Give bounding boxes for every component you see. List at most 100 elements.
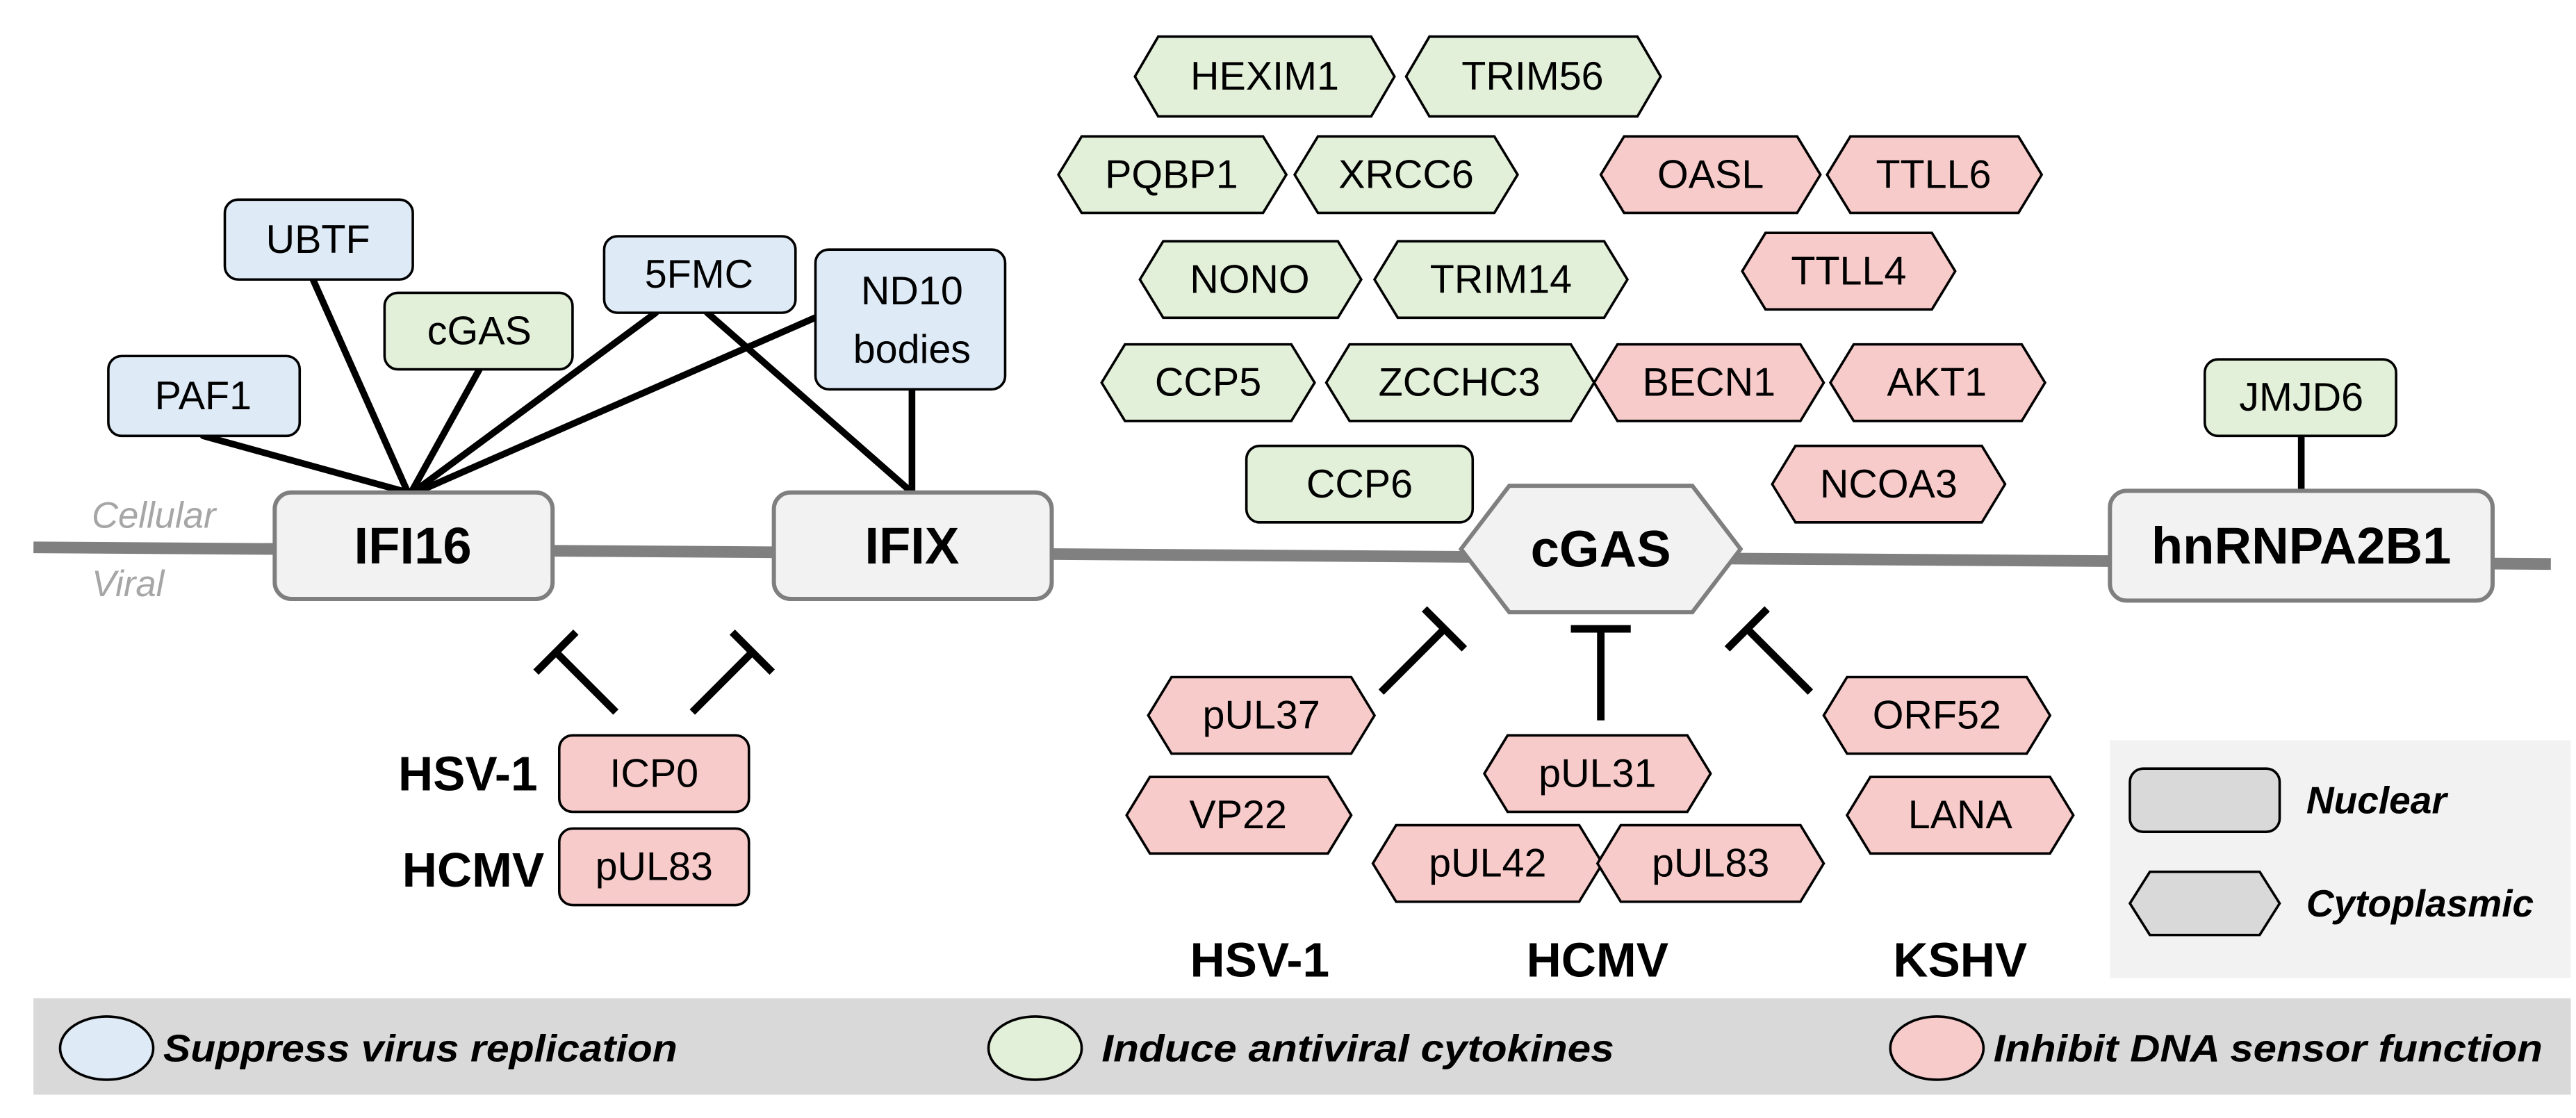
paf1-label: PAF1	[155, 374, 252, 418]
inhibit-cgas-kshv-bar	[1724, 606, 1770, 652]
orf52-label: ORF52	[1873, 693, 2001, 738]
hnrnpa2b1-shape	[2108, 488, 2495, 603]
cytoplasmic-legend-label: Cytoplasmic	[2306, 882, 2534, 925]
inhibit-ifix-bar	[729, 630, 776, 675]
inhibit-sensor-legend-label: Inhibit DNA sensor function	[1994, 1026, 2543, 1069]
ccp6-node: CCP6	[1245, 444, 1475, 524]
5fmc-label: 5FMC	[645, 252, 753, 297]
ubtf-shape	[223, 198, 414, 281]
pul42-node: pUL42	[1371, 823, 1605, 903]
cgas-partner-label: cGAS	[427, 309, 532, 353]
pqbp1-node: PQBP1	[1056, 135, 1288, 215]
nd10-node: ND10 bodies	[814, 248, 1007, 391]
vp22-label: VP22	[1189, 793, 1287, 837]
lana-label: LANA	[1908, 793, 2013, 837]
ccp5-shape	[1100, 343, 1316, 422]
inhibit-ifix-stem	[689, 649, 755, 715]
icp0-label: ICP0	[609, 751, 698, 796]
inhibition-arrows	[533, 606, 1814, 721]
inhibit-ifi16	[533, 630, 618, 715]
cgas-node: cGAS	[1458, 484, 1744, 615]
nd10-label-line2: bodies	[853, 327, 971, 372]
orf52-node: ORF52	[1822, 675, 2052, 755]
vp22-node: VP22	[1125, 775, 1353, 855]
inhibit-cgas-hsv1-bar	[1422, 606, 1468, 652]
ttll4-label: TTLL4	[1791, 249, 1906, 293]
icp0-shape	[557, 734, 750, 814]
function-legend: Suppress virus replication Induce antivi…	[33, 998, 2571, 1095]
nuclear-legend-label: Nuclear	[2306, 779, 2449, 822]
ttll6-node: TTLL6	[1826, 135, 2044, 215]
pul83-left-node: pUL83	[557, 827, 750, 907]
trim14-node: TRIM14	[1372, 240, 1630, 320]
trim56-label: TRIM56	[1461, 54, 1603, 99]
suppress-replication-legend-icon	[58, 1015, 155, 1081]
zcchc3-label: ZCCHC3	[1379, 361, 1541, 405]
inhibit-cgas-kshv	[1724, 606, 1814, 695]
jmjd6-node: JMJD6	[2203, 358, 2397, 438]
5fmc-node: 5FMC	[602, 235, 797, 314]
pul37-shape	[1147, 675, 1377, 755]
inhibit-sensor-legend-icon	[1889, 1015, 1985, 1081]
pul83-left-shape	[557, 827, 750, 907]
inhibit-cgas-hcmv	[1570, 625, 1631, 721]
cgas-partner-node: cGAS	[383, 291, 574, 371]
paf1-node: PAF1	[107, 354, 302, 438]
pul83-right-label: pUL83	[1652, 841, 1769, 886]
ifi16-label: IFI16	[354, 517, 472, 575]
hexim1-node: HEXIM1	[1133, 35, 1396, 118]
link-5fmc-ifi16	[409, 309, 659, 496]
ubtf-node: UBTF	[223, 198, 414, 281]
pul42-label: pUL42	[1429, 841, 1546, 886]
pul37-label: pUL37	[1203, 693, 1320, 738]
becn1-label: BECN1	[1642, 361, 1775, 405]
trim56-shape	[1404, 35, 1662, 118]
ifix-node: IFIX	[771, 490, 1054, 601]
cgas-inhibitor-partners: OASL TTLL6 TTLL4 BECN1 AKT1 NCOA3	[1592, 135, 2047, 524]
ttll6-shape	[1826, 135, 2044, 215]
function-legend-bar	[33, 998, 2571, 1095]
xrcc6-label: XRCC6	[1338, 152, 1474, 197]
hnrnpa2b1-label: hnRNPA2B1	[2151, 517, 2452, 575]
trim56-node: TRIM56	[1404, 35, 1662, 118]
virus-label-hcmv: HCMV	[1527, 933, 1668, 987]
cellular-label: Cellular	[92, 495, 218, 536]
ifix-label: IFIX	[864, 517, 959, 575]
ttll4-node: TTLL4	[1741, 231, 1957, 311]
cgas-cytokine-partners: HEXIM1 TRIM56 PQBP1 XRCC6 NONO TRIM14 CC…	[1056, 35, 1662, 524]
xrcc6-node: XRCC6	[1293, 135, 1520, 215]
pul83-right-shape	[1595, 823, 1826, 903]
jmjd6-label: JMJD6	[2239, 375, 2363, 420]
paf1-shape	[107, 354, 302, 438]
inhibit-cgas-hsv1	[1378, 606, 1468, 695]
ttll6-label: TTLL6	[1876, 152, 1991, 197]
zcchc3-node: ZCCHC3	[1324, 343, 1596, 422]
ifix-shape	[771, 490, 1054, 601]
induce-cytokines-legend-label: Induce antiviral cytokines	[1101, 1026, 1614, 1069]
cgas-shape	[1458, 484, 1744, 615]
akt1-shape	[1828, 343, 2047, 422]
pul37-node: pUL37	[1147, 675, 1377, 755]
sensors: IFI16 IFIX cGAS hnRNPA2B1	[272, 484, 2495, 615]
pul31-label: pUL31	[1539, 751, 1656, 796]
becn1-shape	[1592, 343, 1826, 422]
5fmc-shape	[602, 235, 797, 314]
akt1-label: AKT1	[1887, 361, 1987, 405]
localization-legend: Nuclear Cytoplasmic	[2110, 740, 2571, 978]
virus-label-hsv1: HSV-1	[1190, 933, 1329, 987]
ncoa3-node: NCOA3	[1771, 444, 2007, 524]
pul83-left-label: pUL83	[596, 844, 713, 889]
hnrnpa2b1-node: hnRNPA2B1	[2108, 488, 2495, 603]
nuclear-legend-icon	[2128, 767, 2281, 833]
lana-shape	[1845, 775, 2075, 855]
inhibit-ifix	[689, 630, 776, 715]
akt1-node: AKT1	[1828, 343, 2047, 422]
vp22-shape	[1125, 775, 1353, 855]
ccp5-label: CCP5	[1155, 361, 1261, 405]
ttll4-shape	[1741, 231, 1957, 311]
pul31-shape	[1482, 734, 1712, 814]
ifi16-shape	[272, 490, 555, 601]
ccp5-node: CCP5	[1100, 343, 1316, 422]
ccp6-label: CCP6	[1306, 462, 1413, 507]
